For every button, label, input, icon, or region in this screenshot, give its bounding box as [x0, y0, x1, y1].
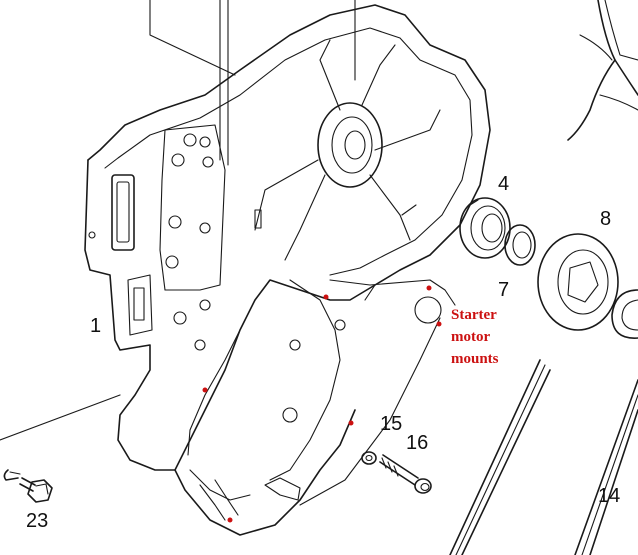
- annotation-line-3: mounts: [451, 351, 499, 367]
- bearing-part: [459, 197, 511, 259]
- part-label-23: 23: [26, 510, 48, 532]
- annotation-line-1: Starter: [451, 307, 497, 323]
- background-lines: [149, 0, 356, 166]
- washer-part: [361, 451, 377, 465]
- part-labels: 1 4 7 8 14 15 16 23: [26, 173, 620, 532]
- seal-ring-part: [504, 224, 536, 266]
- part-label-4: 4: [498, 173, 509, 195]
- part-label-1: 1: [90, 315, 101, 337]
- boss-holes: [88, 133, 214, 351]
- pulley-flange-part: [537, 233, 619, 331]
- mount-dot: [426, 285, 432, 291]
- crankcase-cover: [84, 4, 491, 536]
- mount-dot: [323, 294, 329, 300]
- pulley-edge-part: [611, 289, 638, 339]
- screw-part: [3, 469, 53, 503]
- part-label-14: 14: [598, 485, 620, 507]
- starter-motor-mounts-annotation: Starter motor mounts: [451, 307, 499, 367]
- mount-dot: [348, 420, 354, 426]
- fan-blade-part: [567, 0, 638, 141]
- part-label-8: 8: [600, 208, 611, 230]
- mount-dot: [436, 321, 442, 327]
- drive-belt-part: [449, 359, 638, 555]
- annotation-line-2: motor: [451, 329, 490, 345]
- part-label-15: 15: [380, 413, 402, 435]
- mount-dot: [227, 517, 233, 523]
- leader-line: [0, 394, 121, 441]
- bolt-part: [379, 454, 432, 494]
- part-label-16: 16: [406, 432, 428, 454]
- part-label-7: 7: [498, 279, 509, 301]
- mount-dot: [202, 387, 208, 393]
- starter-mount-callout: [202, 279, 456, 523]
